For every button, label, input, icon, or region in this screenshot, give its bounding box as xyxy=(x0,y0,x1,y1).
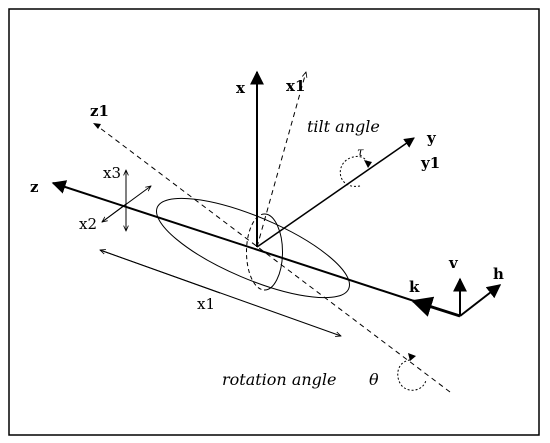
label-x1-dimension: x1 xyxy=(197,295,215,313)
label-z1: z1 xyxy=(90,102,109,120)
label-x1: x1 xyxy=(286,77,305,95)
label-y: y xyxy=(426,129,437,147)
theta-arc-arrowhead xyxy=(408,353,416,361)
tau-rotation-arc xyxy=(339,155,369,187)
y-axis xyxy=(256,137,415,248)
z1-arrowhead xyxy=(93,123,101,129)
label-v: v xyxy=(448,254,459,272)
x1-axis xyxy=(256,72,306,248)
label-k: k xyxy=(409,278,420,296)
label-h: h xyxy=(493,265,504,283)
label-tilt-angle: tilt angle xyxy=(307,117,380,136)
inner-ellipse-front xyxy=(263,213,283,291)
z1-axis xyxy=(95,124,451,393)
diagram-frame xyxy=(8,8,540,436)
k-arrow xyxy=(410,296,461,318)
label-x: x xyxy=(236,79,246,97)
tau-arc-arrowhead xyxy=(364,160,372,168)
label-x3: x3 xyxy=(103,164,121,182)
label-tau: τ xyxy=(357,145,364,159)
label-theta: θ xyxy=(369,370,379,389)
x1-dimension-line-back xyxy=(100,250,221,294)
label-rotation-angle: rotation angle xyxy=(222,370,337,389)
x2-arrow-back xyxy=(102,203,127,222)
theta-rotation-arc xyxy=(397,359,427,391)
label-z: z xyxy=(30,178,39,196)
z-axis xyxy=(51,180,461,317)
h-arrow xyxy=(459,284,502,317)
label-y1: y1 xyxy=(420,154,440,172)
label-x2: x2 xyxy=(79,215,97,233)
